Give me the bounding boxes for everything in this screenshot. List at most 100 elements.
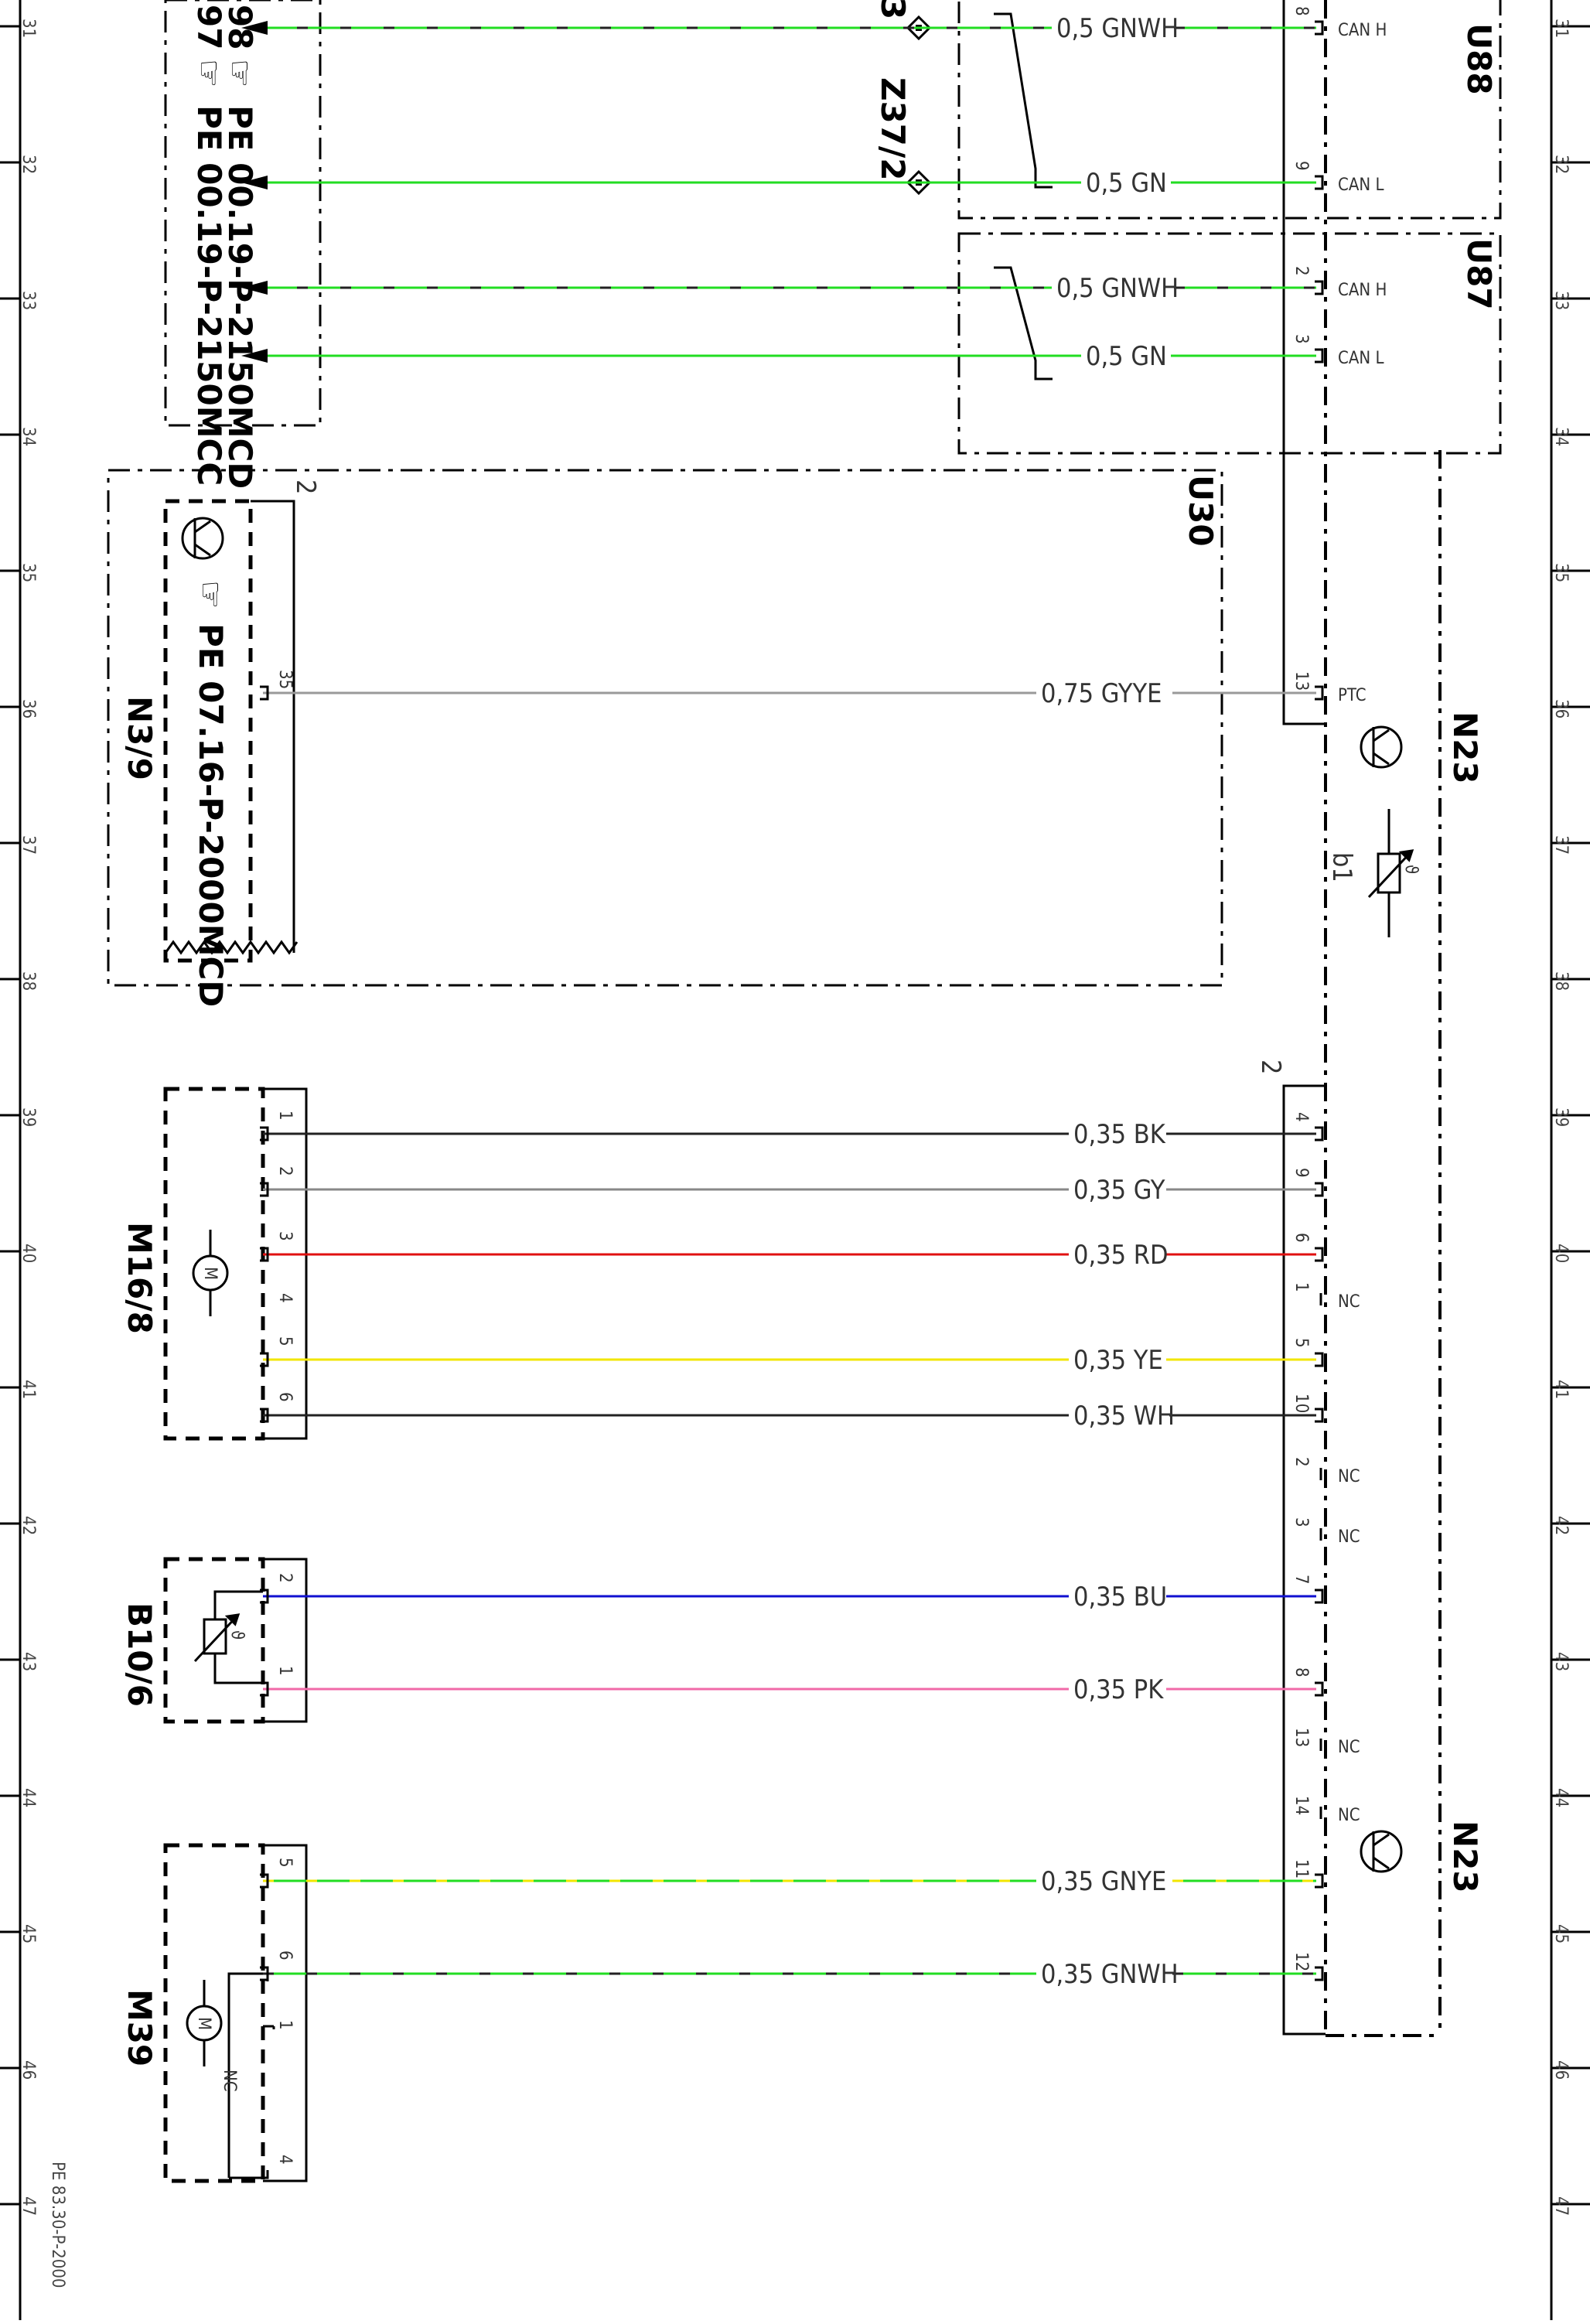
b10-6-theta-symbol: ϑ [227, 1630, 247, 1640]
pin-terminal [1315, 1408, 1324, 1423]
nc-label: NC [1338, 1738, 1360, 1757]
wire-label: 0,35 GNWH [1041, 1959, 1179, 1990]
svg-text:☞: ☞ [190, 59, 228, 88]
n23-connector-1-bracket [1282, 0, 1326, 725]
u87-box [957, 232, 1502, 455]
pin-terminal [1315, 1126, 1324, 1142]
grid-number-right: 45 [1551, 1924, 1571, 1943]
pin-number: 14 [1291, 1796, 1311, 1815]
pin-terminal [260, 1589, 269, 1604]
m16-8-motor-icon: M [192, 1230, 229, 1316]
pin-terminal [1315, 1352, 1324, 1367]
u30-box [107, 469, 1223, 987]
n3-9-connector-bracket [251, 500, 295, 953]
grid-number-left: 34 [19, 427, 38, 446]
grid-number-right: 40 [1551, 1244, 1571, 1263]
svg-text:97: 97 [190, 5, 228, 49]
pin-terminal [260, 1408, 269, 1423]
wire-label: 0,5 GN [1086, 341, 1167, 372]
b10-6-sensor-icon [193, 1590, 263, 1684]
svg-text:☞: ☞ [192, 580, 230, 609]
svg-text:☞: ☞ [221, 59, 259, 88]
m16-8-unused-pin: 4 [275, 1293, 295, 1303]
pin-number: 11 [1291, 1859, 1311, 1879]
wire-label: 0,35 GY [1073, 1175, 1165, 1206]
n23-connector-2-bracket [1282, 1084, 1326, 2036]
pin-terminal [260, 1126, 269, 1142]
pin-number: 13 [1291, 671, 1311, 691]
grid-number-right: 38 [1551, 971, 1571, 991]
m16-8-box [163, 1087, 265, 1441]
wire-w14: 0,35 GNWH 12 6 [260, 1950, 1324, 1990]
svg-text:M: M [194, 2017, 213, 2030]
pin-number: 7 [1291, 1575, 1311, 1585]
wire-label: 0,35 BK [1073, 1119, 1166, 1150]
pin-number: 12 [1291, 1952, 1311, 1971]
b10-6-connector-bracket [263, 1558, 308, 1723]
grid-number-left: 42 [19, 1516, 38, 1535]
wire-label: 0,35 BU [1073, 1582, 1167, 1612]
pin-terminal [1315, 1182, 1324, 1197]
u87-label: U87 [1460, 238, 1498, 310]
pin-number: 5 [275, 1336, 295, 1346]
pin-number: 3 [1291, 1517, 1311, 1527]
pin-number: 8 [1291, 1667, 1311, 1677]
pin-number: 3 [1291, 334, 1311, 344]
twisted-pair-symbol [994, 12, 1053, 381]
n23-control-unit-icon-2 [1360, 1830, 1403, 1873]
m39-nc-bridge [227, 1972, 275, 2179]
wire-label: 0,5 GNWH [1056, 273, 1179, 304]
m39-label: M39 [121, 1989, 159, 2066]
reference-box [164, 0, 322, 427]
pin-number: 6 [1291, 1233, 1311, 1243]
b1-label: b1 [1326, 852, 1357, 882]
grid-frame [19, 0, 1553, 2320]
pin-terminal [1315, 1681, 1324, 1697]
pin-terminal [260, 1681, 269, 1697]
z37-2-label: Z37/2 [874, 77, 912, 180]
pin-number: 9 [1291, 161, 1311, 171]
pin-number: 5 [1291, 1338, 1311, 1348]
pin-number: 1 [1291, 1282, 1311, 1292]
grid-number-right: 46 [1551, 2060, 1571, 2080]
document-id: PE 83.30-P-2000 [48, 2162, 67, 2288]
wire-label: 0,35 WH [1073, 1401, 1175, 1432]
m16-8-label: M16/8 [121, 1222, 159, 1334]
pin-number: 2 [1291, 1457, 1311, 1467]
grid-number-right: 43 [1551, 1652, 1571, 1671]
wire-arrow [241, 176, 268, 189]
wire-arrow [241, 21, 268, 35]
nc-label: NC [1338, 1806, 1360, 1825]
b1-temperature-sensor-icon [1367, 809, 1414, 937]
nc-pin: 3NC [1291, 1517, 1360, 1547]
grid-number-right: 47 [1551, 2196, 1571, 2216]
wire-arrow [241, 349, 268, 363]
grid-number-right: 36 [1551, 699, 1571, 718]
grid-number-right: 32 [1551, 155, 1571, 174]
grid-number-left: 47 [19, 2196, 38, 2216]
grid-number-left: 44 [19, 1788, 38, 1807]
pin-terminal [260, 1247, 269, 1262]
wire-label: 0,75 GYYE [1041, 678, 1162, 709]
pin-number: 2 [1291, 266, 1311, 276]
m16-8-connector-bracket [263, 1087, 308, 1440]
n3-9-label: N3/9 [121, 696, 159, 780]
pin-terminal [1315, 1589, 1324, 1604]
pin-number: 6 [275, 1950, 295, 1961]
reference-97: 97 ☞ PE 00.19-P-2150MCC [190, 5, 228, 486]
m39-connector-bracket [263, 1844, 308, 2182]
pin-terminal [1315, 20, 1324, 36]
b10-6-box [163, 1557, 265, 1724]
z37-2-node-dots [916, 25, 922, 186]
n23-label-top: N23 [1446, 712, 1484, 784]
pin-terminal [1315, 1873, 1324, 1889]
grid-number-right: 44 [1551, 1788, 1571, 1807]
pin-number: 9 [1291, 1168, 1311, 1178]
